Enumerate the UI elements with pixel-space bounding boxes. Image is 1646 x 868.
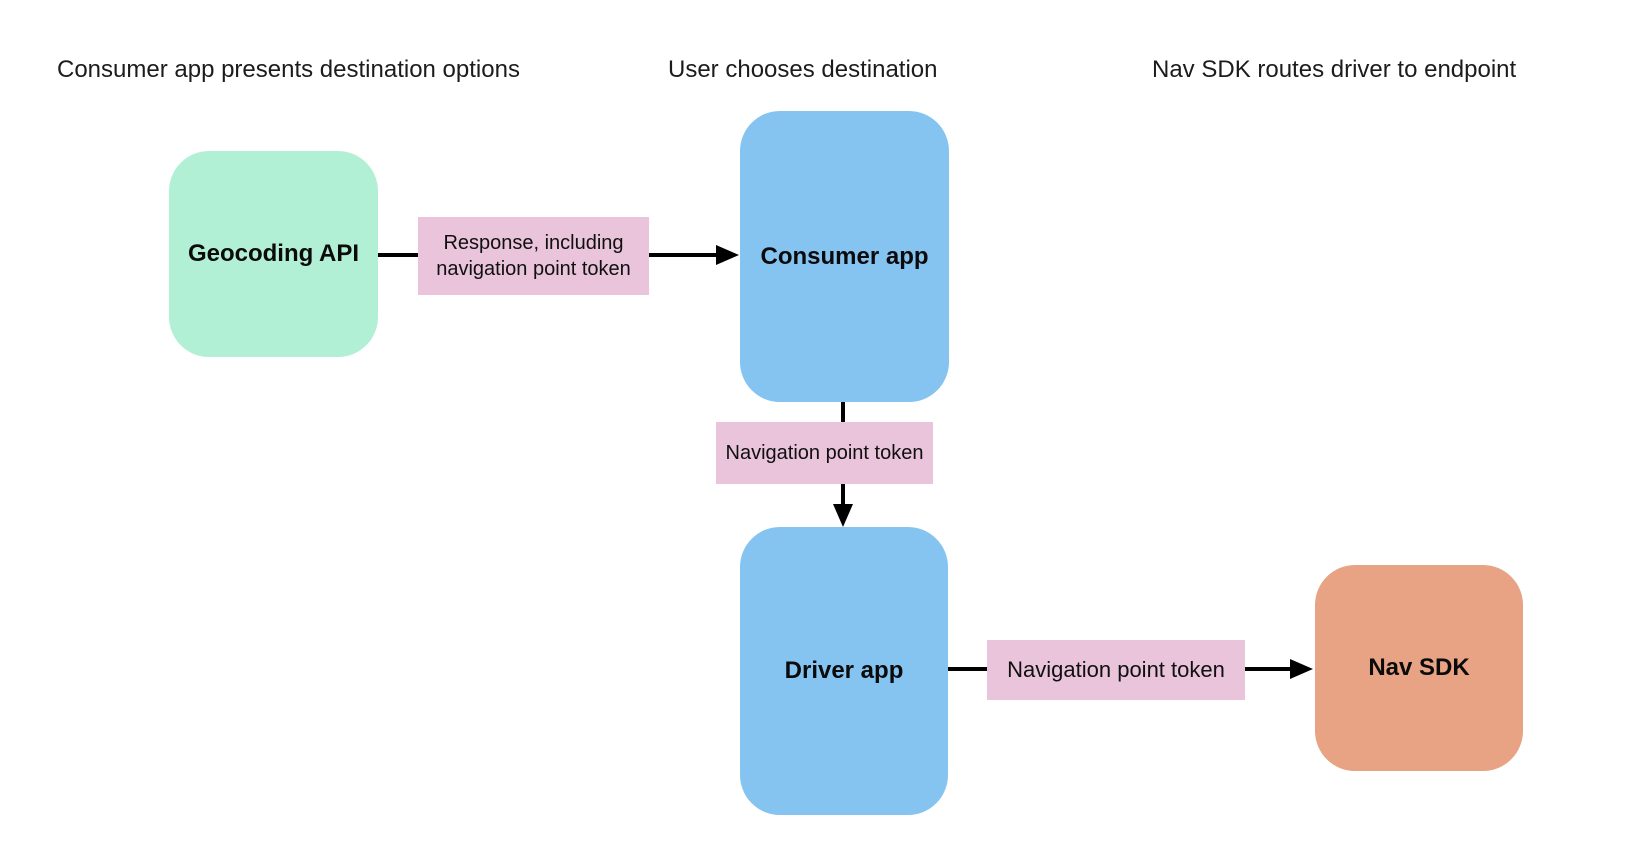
arrowhead-right-icon <box>1290 659 1313 679</box>
edge-label-response-including-token: Response, including navigation point tok… <box>418 217 649 295</box>
column-header-nav-sdk-routes: Nav SDK routes driver to endpoint <box>1152 56 1517 83</box>
driver-app-node: Driver app <box>740 527 948 815</box>
edge-geocoding-to-consumer-line-right <box>649 253 717 257</box>
driver-app-node-label: Driver app <box>784 657 904 684</box>
consumer-app-node: Consumer app <box>740 111 949 402</box>
arrowhead-down-icon <box>833 504 853 527</box>
edge-label-navigation-point-token-middle: Navigation point token <box>716 422 933 484</box>
edge-driver-to-navsdk-line-right <box>1245 667 1291 671</box>
edge-geocoding-to-consumer-line-left <box>378 253 418 257</box>
consumer-app-node-label: Consumer app <box>760 242 929 270</box>
edge-label-navigation-point-token-right: Navigation point token <box>987 640 1245 700</box>
nav-sdk-node: Nav SDK <box>1315 565 1523 771</box>
geocoding-api-node-label: Geocoding API <box>187 240 360 267</box>
column-header-user-chooses: User chooses destination <box>668 56 938 83</box>
column-header-consumer-presents: Consumer app presents destination option… <box>57 56 520 83</box>
edge-consumer-to-driver-line-bottom <box>841 484 845 506</box>
geocoding-api-node: Geocoding API <box>169 151 378 357</box>
nav-sdk-node-label: Nav SDK <box>1368 654 1470 681</box>
edge-driver-to-navsdk-line-left <box>948 667 987 671</box>
arrowhead-right-icon <box>716 245 739 265</box>
edge-consumer-to-driver-line-top <box>841 402 845 425</box>
